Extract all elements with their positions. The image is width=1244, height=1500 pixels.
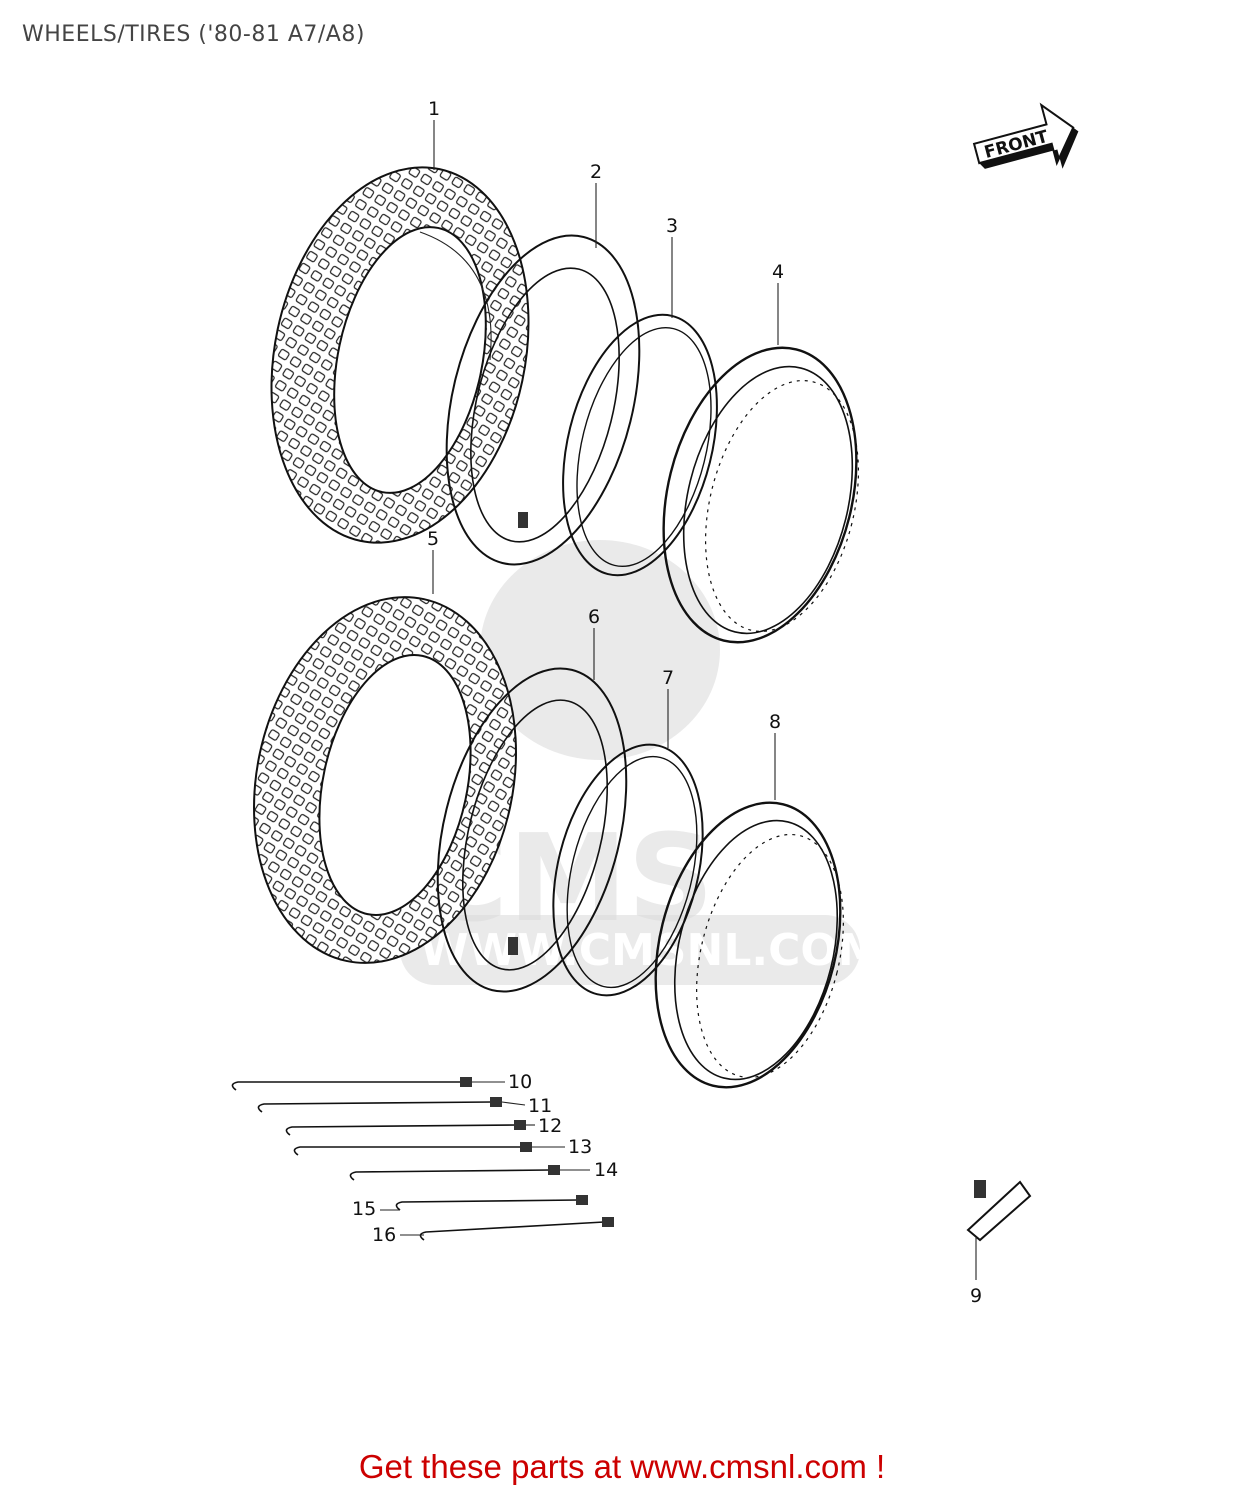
- watermark-url: WWW.CMSNL.COM: [420, 925, 882, 976]
- callout-14: 14: [594, 1159, 618, 1181]
- tube-lower: [436, 667, 628, 993]
- cmsnl-parts-link[interactable]: Get these parts at www.cmsnl.com !: [358, 1448, 886, 1485]
- leader-lines: [380, 120, 977, 1280]
- callout-6: 6: [588, 606, 600, 628]
- tire-lower: [253, 596, 517, 964]
- callout-5: 5: [427, 528, 439, 550]
- spokes: [231, 1077, 614, 1241]
- callout-12: 12: [538, 1115, 562, 1137]
- callout-7: 7: [662, 667, 674, 689]
- callout-11: 11: [528, 1095, 552, 1117]
- callout-8: 8: [769, 711, 781, 733]
- front-arrow: FRONT: [972, 102, 1079, 169]
- rim-lower: [654, 801, 844, 1089]
- callout-15: 15: [352, 1198, 376, 1220]
- tube-upper: [445, 234, 641, 566]
- callout-4: 4: [772, 261, 784, 283]
- callout-3: 3: [666, 215, 678, 237]
- callout-9: 9: [970, 1285, 982, 1307]
- callout-10: 10: [508, 1071, 532, 1093]
- page-title: WHEELS/TIRES ('80-81 A7/A8): [22, 22, 365, 47]
- callout-13: 13: [568, 1136, 592, 1158]
- callout-2: 2: [590, 161, 602, 183]
- valve-part: [966, 1180, 1032, 1242]
- tire-upper: [270, 166, 530, 544]
- rim-band-lower: [552, 743, 704, 997]
- rim-upper: [662, 346, 860, 644]
- callout-1: 1: [428, 98, 440, 120]
- callout-16: 16: [372, 1224, 396, 1246]
